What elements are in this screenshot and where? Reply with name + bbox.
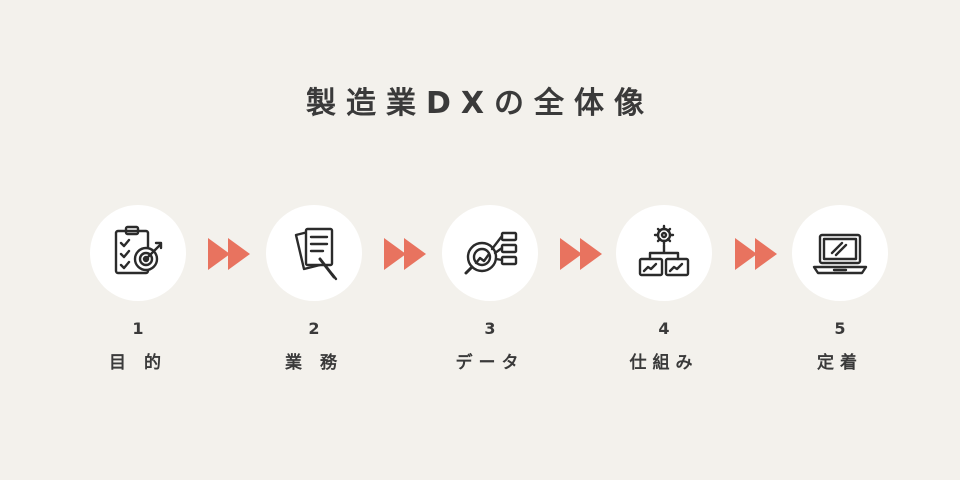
system-structure-icon (638, 224, 690, 277)
step-2-circle (266, 205, 362, 301)
step-1-number: 1 (132, 319, 144, 338)
laptop-icon (812, 233, 868, 275)
arrow-2-icon (384, 238, 426, 270)
documents-pen-icon (294, 227, 338, 281)
step-4-label: 仕組み (629, 353, 699, 373)
step-4-number: 4 (658, 319, 670, 338)
step-4: 4 仕組み (614, 205, 714, 373)
target-clipboard-icon (114, 225, 163, 275)
step-2-label: 業 務 (285, 353, 343, 373)
arrow-4-icon (735, 238, 777, 270)
step-5-number: 5 (834, 319, 846, 338)
step-4-circle (616, 205, 712, 301)
data-analysis-icon (464, 231, 518, 275)
step-1-circle (90, 205, 186, 301)
step-2-number: 2 (308, 319, 320, 338)
step-2: 2 業 務 (264, 205, 364, 373)
step-1: 1 目 的 (88, 205, 188, 373)
step-1-label: 目 的 (109, 353, 167, 373)
step-3-circle (442, 205, 538, 301)
step-3-label: データ (455, 353, 525, 373)
step-5-label: 定着 (817, 353, 863, 373)
step-5-circle (792, 205, 888, 301)
step-5: 5 定着 (790, 205, 890, 373)
arrow-1-icon (208, 238, 250, 270)
step-3-number: 3 (484, 319, 496, 338)
step-3: 3 データ (440, 205, 540, 373)
arrow-3-icon (560, 238, 602, 270)
page-title: 製造業DXの全体像 (305, 86, 655, 121)
